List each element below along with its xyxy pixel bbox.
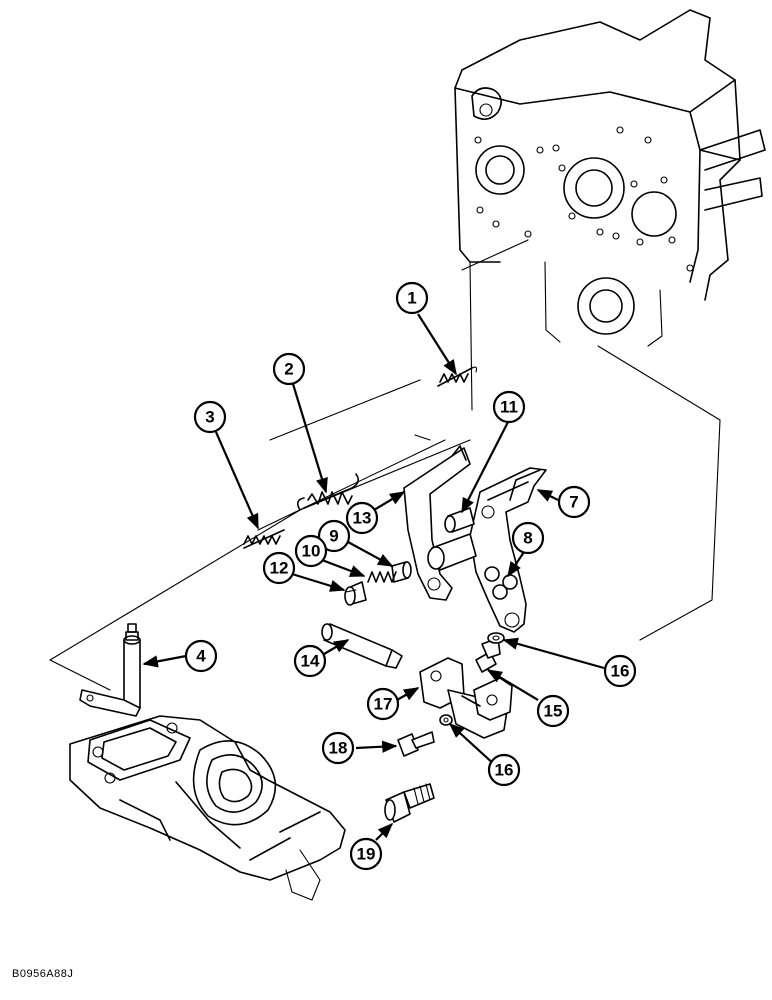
callout-18: 18 <box>321 731 355 765</box>
part-18-bolt <box>397 731 435 757</box>
part-7-lever <box>469 467 547 633</box>
part-10-spring <box>367 571 397 583</box>
svg-text:1: 1 <box>407 289 416 308</box>
svg-text:2: 2 <box>284 360 293 379</box>
svg-text:15: 15 <box>544 702 563 721</box>
part-17-clamp <box>419 657 513 739</box>
callout-9: 9 <box>317 519 351 553</box>
svg-text:17: 17 <box>374 695 393 714</box>
svg-text:3: 3 <box>205 408 214 427</box>
callout-7: 7 <box>557 485 591 519</box>
svg-text:10: 10 <box>302 542 321 561</box>
svg-text:7: 7 <box>569 493 578 512</box>
part-16-washer-lower <box>439 714 453 726</box>
callout-16-upper: 16 <box>603 654 637 688</box>
alignment-lines <box>49 379 721 691</box>
part-2-spring <box>296 473 360 511</box>
svg-text:14: 14 <box>301 652 320 671</box>
svg-text:13: 13 <box>353 509 372 528</box>
callout-3: 3 <box>193 400 227 434</box>
svg-text:8: 8 <box>523 529 532 548</box>
callout-1: 1 <box>395 281 429 315</box>
callout-17: 17 <box>366 687 400 721</box>
svg-text:16: 16 <box>495 761 514 780</box>
part-14-rod <box>321 623 403 669</box>
callout-12: 12 <box>262 551 296 585</box>
part-1-spring <box>437 366 478 387</box>
transmission-housing <box>454 9 766 421</box>
callout-10: 10 <box>294 534 328 568</box>
part-3-spring <box>243 529 285 549</box>
drawing-reference-code: B0956A88J <box>12 968 74 980</box>
lower-housing <box>69 715 346 901</box>
part-4-shaft <box>79 623 141 717</box>
svg-text:11: 11 <box>500 398 518 417</box>
callout-19: 19 <box>349 837 383 871</box>
callout-15: 15 <box>536 694 570 728</box>
svg-text:9: 9 <box>329 527 338 546</box>
callout-11: 11 <box>492 390 526 424</box>
svg-text:4: 4 <box>196 647 206 666</box>
leader-lines <box>142 313 605 841</box>
part-13-lever <box>403 445 471 601</box>
callout-2: 2 <box>272 352 306 386</box>
part-9-plunger <box>391 561 412 583</box>
svg-text:16: 16 <box>611 662 630 681</box>
callout-16-lower: 16 <box>487 753 521 787</box>
part-8-balls <box>484 566 518 600</box>
callout-8: 8 <box>511 521 545 555</box>
part-19-bolt <box>384 783 435 823</box>
part-12-plug <box>344 581 367 606</box>
part-16-washer-upper <box>487 632 505 644</box>
svg-text:12: 12 <box>270 559 289 578</box>
svg-text:19: 19 <box>357 845 376 864</box>
callout-4: 4 <box>184 639 218 673</box>
callout-13: 13 <box>345 501 379 535</box>
svg-text:18: 18 <box>329 739 348 758</box>
callout-14: 14 <box>293 644 327 678</box>
part-11-pin <box>427 507 477 571</box>
